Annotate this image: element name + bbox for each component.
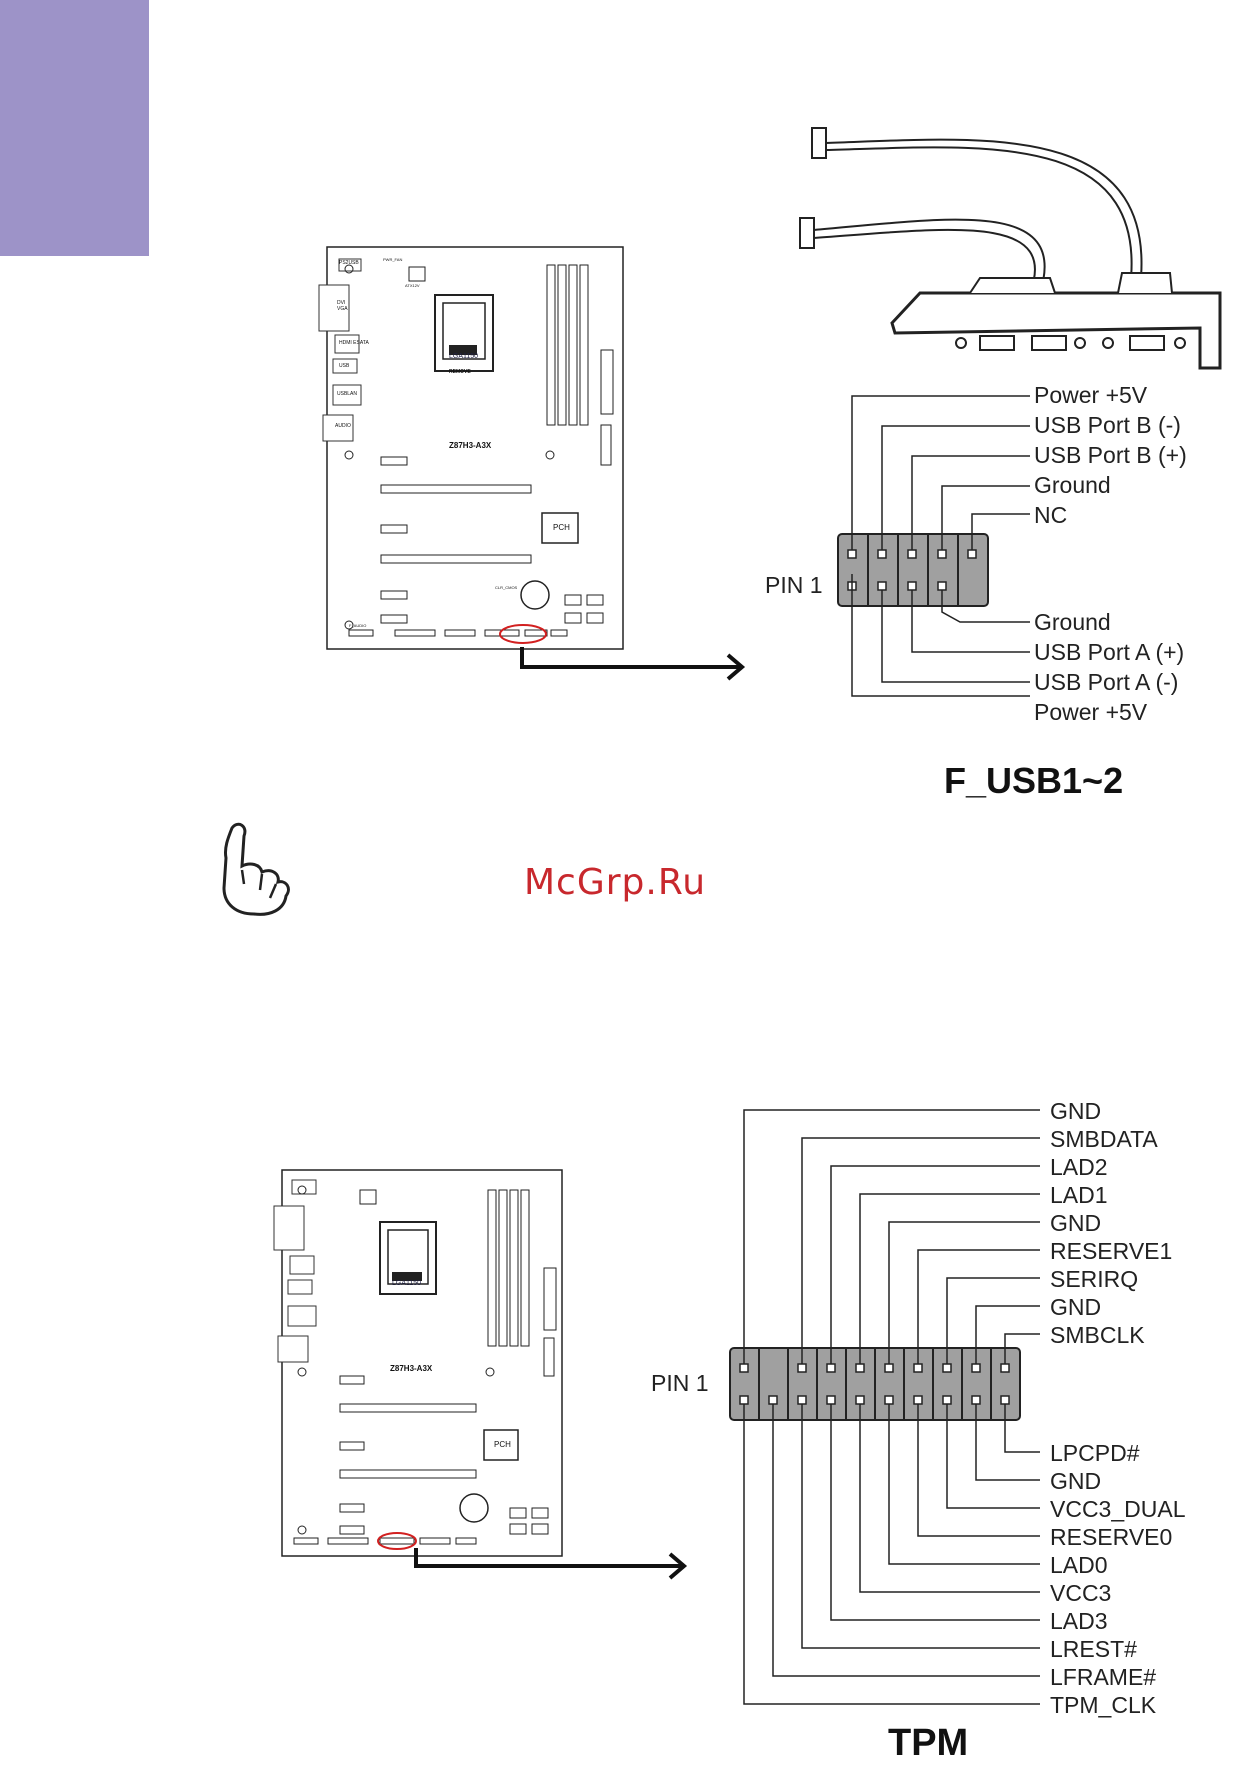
tpm-label-smbclk: SMBCLK: [1050, 1322, 1145, 1348]
tpm-label-lad3: LAD3: [1050, 1608, 1108, 1634]
tpm-label-gnd-1: GND: [1050, 1098, 1102, 1124]
usb-pin1-label: PIN 1: [765, 572, 823, 598]
board-label-dvi: DVI VGA: [337, 300, 348, 312]
tpm-label-lad1: LAD1: [1050, 1182, 1108, 1208]
board-remove-label: REMOVE: [449, 369, 471, 375]
board-label-audio: AUDIO: [335, 423, 351, 429]
tpm-label-vcc3: VCC3: [1050, 1580, 1112, 1606]
usb-pin-label-port-a-plus: USB Port A (+): [1034, 639, 1185, 665]
usb-pin-label-port-b-plus: USB Port B (+): [1034, 442, 1187, 468]
tpm-label-lad2: LAD2: [1050, 1154, 1108, 1180]
tpm-label-smbdata: SMBDATA: [1050, 1126, 1158, 1152]
usb-bracket-illustration: [799, 127, 1222, 370]
arrow-to-usb-header: [520, 647, 746, 681]
board-label-usb: USB: [339, 363, 350, 369]
board-label-f-audio: F_AUDIO: [349, 623, 367, 628]
usb-header-pin-diagram: [837, 395, 1030, 697]
motherboard-diagram-usb: Z87H3-A3X LGA1150 REMOVE PCH PS2USB DVI …: [318, 245, 627, 653]
board-label-pwr-fan: PWR_FAN: [383, 257, 403, 262]
watermark-text: McGrp.Ru: [524, 862, 707, 903]
usb-pin-label-port-a-minus: USB Port A (-): [1034, 669, 1179, 695]
arrow-to-tpm-header: [414, 1548, 688, 1580]
board-socket-label: LGA1150: [449, 353, 479, 360]
board2-model-label: Z87H3-A3X: [390, 1364, 433, 1373]
tpm-label-reserve0: RESERVE0: [1050, 1524, 1173, 1550]
motherboard-outline-2: [273, 1169, 563, 1557]
usb-pin-label-port-b-minus: USB Port B (-): [1034, 412, 1181, 438]
tpm-label-tpm-clk: TPM_CLK: [1050, 1692, 1157, 1718]
board-pch-label: PCH: [553, 523, 570, 532]
tpm-pin1-label: PIN 1: [651, 1370, 709, 1396]
board-label-atx12v: ATX12V: [405, 283, 420, 288]
usb-pin-label-power-b: Power +5V: [1034, 382, 1148, 408]
motherboard-diagram-tpm: Z87H3-A3X LGA1150 PCH: [273, 1168, 564, 1560]
tpm-label-lpcpd: LPCPD#: [1050, 1440, 1140, 1466]
board-label-ps2usb: PS2USB: [339, 260, 359, 266]
usb-pin-label-ground-top: Ground: [1034, 472, 1111, 498]
chapter-side-tab: [0, 0, 149, 256]
tpm-label-serirq: SERIRQ: [1050, 1266, 1139, 1292]
tpm-label-lframe: LFRAME#: [1050, 1664, 1157, 1690]
usb-pin-label-nc: NC: [1034, 502, 1068, 528]
board-label-hdmi: HDMI ESATA: [339, 340, 369, 346]
tpm-label-gnd-3: GND: [1050, 1294, 1102, 1320]
board-label-usblan: USBLAN: [337, 391, 358, 397]
usb-header-title: F_USB1~2: [944, 760, 1124, 801]
board2-socket-label: LGA1150: [392, 1280, 422, 1287]
board2-pch-label: PCH: [494, 1440, 511, 1449]
tpm-label-gnd-2: GND: [1050, 1210, 1102, 1236]
tpm-header-title: TPM: [888, 1722, 969, 1764]
usb-pin-label-power-a: Power +5V: [1034, 699, 1148, 725]
board-label-clr-cmos: CLR_CMOS: [495, 585, 518, 590]
board-model-label: Z87H3-A3X: [449, 441, 492, 450]
tpm-label-lad0: LAD0: [1050, 1552, 1108, 1578]
tpm-label-reserve1: RESERVE1: [1050, 1238, 1173, 1264]
motherboard-outline: [318, 246, 624, 650]
tpm-label-gnd-4: GND: [1050, 1468, 1102, 1494]
note-hand-icon: [222, 822, 290, 916]
tpm-label-vcc3-dual: VCC3_DUAL: [1050, 1496, 1186, 1522]
tpm-header-pin-diagram: [729, 1109, 1040, 1705]
usb-pin-label-ground-bottom: Ground: [1034, 609, 1111, 635]
tpm-label-lrest: LREST#: [1050, 1636, 1137, 1662]
